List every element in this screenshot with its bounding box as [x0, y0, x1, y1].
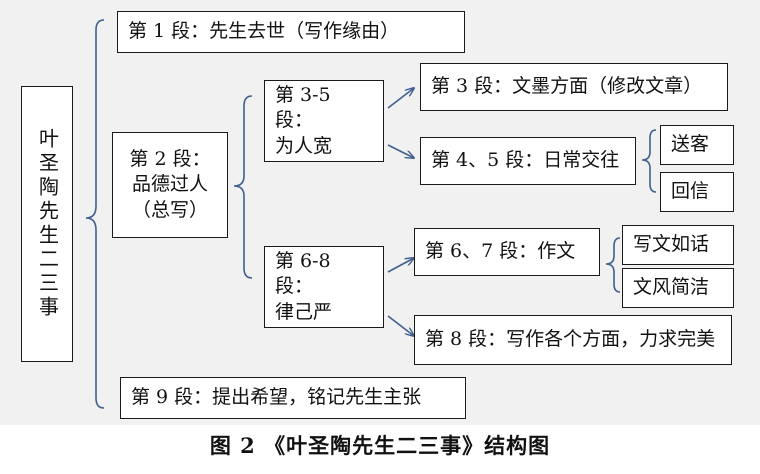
- reply-label: 回信: [671, 180, 710, 203]
- paragraph-8-box: 第 8 段：写作各个方面，力求完美: [414, 315, 732, 365]
- paragraphs-6-7-box: 第 6、7 段：作文: [414, 228, 600, 276]
- paragraph-9-box: 第 9 段：提出希望，铭记先生主张: [120, 377, 466, 419]
- root-brace: [85, 19, 105, 409]
- arrow-to-p3: [387, 88, 414, 109]
- paragraphs-3-5-line-2: 为人宽: [275, 134, 333, 157]
- like-speech-label: 写文如话: [633, 233, 710, 256]
- guest-box: 送客: [660, 125, 734, 165]
- figure-caption: 图 2 《叶圣陶先生二三事》结构图: [209, 433, 551, 458]
- paragraphs-3-5-line-1: 第 3-5 段：: [275, 83, 331, 132]
- p2-brace: [233, 95, 253, 279]
- paragraphs-3-5-box: 第 3-5 段： 为人宽: [264, 80, 384, 162]
- connector-layer: [85, 19, 657, 409]
- arrow-to-p6-7: [387, 258, 414, 273]
- paragraph-9-label: 第 9 段：提出希望，铭记先生主张: [131, 386, 422, 409]
- arrow-to-p8: [387, 315, 414, 336]
- like-speech-box: 写文如话: [622, 225, 734, 265]
- guest-label: 送客: [671, 133, 710, 156]
- paragraphs-6-7-label: 第 6、7 段：作文: [425, 240, 576, 263]
- paragraphs-6-8-line-2: 律己严: [275, 300, 333, 323]
- paragraph-2-line-3: （总写）: [131, 198, 208, 221]
- paragraph-2-line-2: 品德过人: [131, 173, 208, 196]
- paragraphs-6-8-box: 第 6-8 段： 律己严: [264, 246, 384, 328]
- paragraph-1-label: 第 1 段：先生去世（写作缘由）: [128, 20, 400, 43]
- paragraphs-6-8-line-1: 第 6-8 段：: [275, 249, 331, 298]
- reply-box: 回信: [660, 172, 734, 212]
- concise-style-box: 文风简洁: [622, 268, 734, 308]
- concise-style-label: 文风简洁: [633, 276, 710, 299]
- paragraph-2-line-1: 第 2 段：: [129, 147, 211, 170]
- p4-5-brace: [641, 129, 657, 193]
- paragraphs-4-5-box: 第 4、5 段：日常交往: [420, 137, 636, 185]
- paragraph-2-box: 第 2 段： 品德过人 （总写）: [112, 132, 228, 238]
- paragraph-3-label: 第 3 段：文墨方面（修改文章）: [431, 75, 703, 98]
- paragraphs-4-5-label: 第 4、5 段：日常交往: [431, 149, 620, 172]
- root-title-box: 叶圣陶先生二三事: [21, 86, 73, 362]
- paragraph-8-label: 第 8 段：写作各个方面，力求完美: [425, 328, 716, 351]
- paragraph-1-box: 第 1 段：先生去世（写作缘由）: [117, 11, 465, 53]
- arrow-to-p4-5: [387, 144, 414, 158]
- paragraph-3-box: 第 3 段：文墨方面（修改文章）: [420, 63, 728, 111]
- p6-7-brace: [605, 237, 621, 293]
